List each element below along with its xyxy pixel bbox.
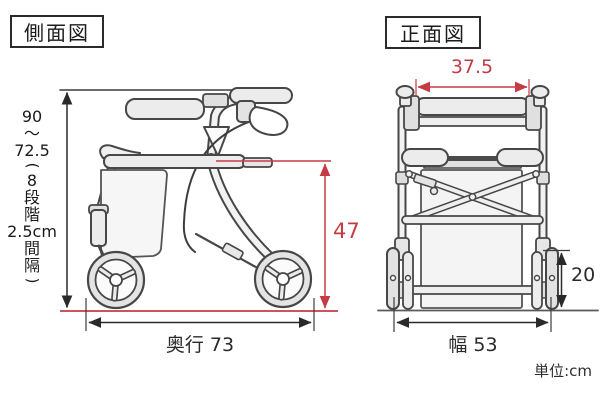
wheel-height-value: 20	[571, 264, 596, 286]
rear-wheel	[86, 250, 146, 310]
x-cross-frame	[405, 170, 540, 224]
height-line-char: 8	[26, 171, 38, 190]
height-line-char: 階	[23, 205, 40, 224]
height-line-value: 90	[21, 107, 43, 126]
height-line-char: 隔	[23, 256, 40, 275]
height-line-value: 2.5cm	[7, 222, 57, 241]
handle-width-value: 37.5	[450, 56, 494, 78]
seat-height-value: 47	[333, 219, 360, 243]
front-frame-posts	[395, 105, 550, 253]
front-wheel	[253, 249, 313, 309]
height-line-char: 間	[23, 239, 40, 258]
side-view-dimension-lines	[60, 91, 338, 331]
height-line-tilde: 〜	[23, 124, 40, 143]
brake-cable	[182, 120, 252, 253]
front-view-drawing	[377, 85, 599, 312]
height-line-paren-close: )	[23, 277, 42, 284]
depth-value: 奥行 73	[165, 334, 235, 356]
brake-lever	[248, 106, 289, 136]
side-seat	[99, 144, 273, 169]
front-crossbar	[395, 85, 550, 131]
front-seat	[401, 148, 544, 169]
side-view-drawing	[59, 87, 313, 310]
height-line-char: 段	[23, 188, 40, 207]
storage-bag	[100, 169, 168, 259]
side-handle-grip	[229, 87, 293, 136]
front-view-dimension-lines	[393, 79, 570, 332]
front-view-wheels	[386, 237, 559, 310]
side-view-title: 側面図	[10, 15, 104, 48]
armrest-pad	[125, 98, 205, 120]
overall-width-value: 幅 53	[448, 334, 498, 356]
front-view-title: 正面図	[385, 16, 481, 49]
left-handle-knob	[395, 85, 415, 99]
right-handle-knob	[530, 85, 550, 99]
height-line-value: 72.5	[14, 141, 50, 160]
height-dimension-label: 90 〜 72.5 ( 8 段 階 2.5cm 間 隔 )	[2, 108, 62, 287]
rear-leg	[88, 204, 109, 266]
unit-note: 単位:cm	[534, 362, 592, 380]
height-line-paren-open: (	[23, 162, 42, 169]
